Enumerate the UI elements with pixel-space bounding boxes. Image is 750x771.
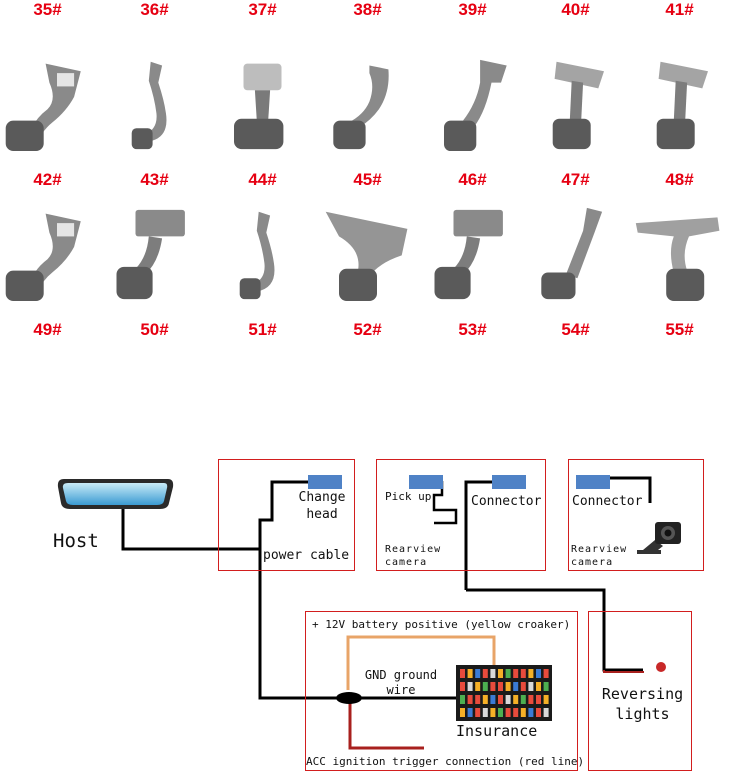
mount-label: 55#: [665, 320, 694, 339]
mount-item: 41#: [632, 0, 727, 20]
insurance-label: Insurance: [456, 722, 538, 740]
mount-label: 54#: [561, 320, 590, 339]
mount-item: 51#: [215, 190, 310, 340]
host-label: Host: [53, 530, 99, 552]
rear-camera-icon: [637, 522, 681, 554]
mount-bracket-icon: [444, 59, 507, 152]
mount-label: 53#: [458, 320, 487, 339]
mount-label: 39#: [458, 0, 487, 19]
mount-item: 46#: [425, 40, 520, 190]
mount-item: 36#: [107, 0, 202, 20]
camera-connector: [576, 475, 610, 489]
mount-label: 40#: [561, 0, 590, 19]
mount-label: 44#: [248, 170, 277, 189]
mount-label: 42#: [33, 170, 62, 189]
mount-item: 48#: [632, 40, 727, 190]
power-cable-label: power cable: [263, 548, 350, 563]
mount-bracket-icon: [656, 61, 708, 150]
fuse-box-icon: [456, 665, 552, 721]
mount-item: 47#: [528, 40, 623, 190]
mount-label: 46#: [458, 170, 487, 189]
mount-label: 41#: [665, 0, 694, 19]
mount-label: 36#: [140, 0, 169, 19]
acc-label: ACC ignition trigger connection (red lin…: [306, 755, 585, 768]
change-head-connector: [308, 475, 342, 489]
mount-label: 48#: [665, 170, 694, 189]
fuse-box: + 12V battery positive (yellow croaker) …: [305, 611, 584, 771]
battery-wire: [346, 635, 496, 690]
reversing-label: Reversing lights: [601, 685, 684, 723]
mount-item: 55#: [632, 190, 727, 340]
connector-wire: [464, 480, 492, 590]
mount-label: 35#: [33, 0, 62, 19]
gnd-junction: [336, 692, 362, 704]
mount-label: 47#: [561, 170, 590, 189]
mount-bracket-icon: [635, 217, 720, 302]
mount-item: 39#: [425, 0, 520, 20]
mount-bracket-icon: [239, 211, 275, 300]
reversing-box: Reversing lights: [588, 611, 692, 771]
change-head-wire: [258, 480, 308, 549]
battery-label: + 12V battery positive (yellow croaker): [312, 618, 571, 631]
mount-item: 50#: [107, 190, 202, 340]
mount-item: 38#: [320, 0, 415, 20]
mount-item: 43#: [107, 40, 202, 190]
mount-item: 45#: [320, 40, 415, 190]
mount-item: 37#: [215, 0, 310, 20]
mount-label: 43#: [140, 170, 169, 189]
reversing-wire: [466, 588, 643, 672]
connector-label: Connector: [471, 494, 542, 509]
mount-label: 45#: [353, 170, 382, 189]
mount-item: 35#: [0, 0, 95, 20]
camera-box: Connector Rearview camera: [568, 459, 704, 571]
reversing-red-wire: [603, 670, 644, 673]
mount-bracket-icon: [434, 209, 503, 300]
mount-bracket-icon: [5, 63, 81, 152]
rearview-camera-label: Rearview camera: [385, 544, 442, 568]
mount-label: 37#: [248, 0, 277, 19]
pickup-connector: [409, 475, 443, 489]
mount-item: 49#: [0, 190, 95, 340]
mount-bracket-icon: [131, 61, 167, 150]
change-head-label: Change head: [298, 490, 346, 522]
camera-rearview-label: Rearview camera: [571, 544, 628, 568]
mount-bracket-icon: [5, 213, 81, 302]
box3-connector-wire: [610, 476, 652, 503]
mount-item: 52#: [320, 190, 415, 340]
rearview-connector-box: Pick up Connector Rearview camera: [376, 459, 546, 571]
mount-label: 52#: [353, 320, 382, 339]
mount-catalog: 35# 36# 37# 38# 39# 40# 41# 42# 43# 44# 45# 46# 47# 4…: [0, 0, 750, 345]
mount-item: 42#: [0, 40, 95, 190]
mount-item: 44#: [215, 40, 310, 190]
gnd-label: GND ground wire: [364, 668, 438, 697]
mount-bracket-icon: [541, 207, 603, 300]
mount-item: 53#: [425, 190, 520, 340]
mount-bracket-icon: [116, 209, 185, 300]
camera-connector-label: Connector: [572, 494, 643, 509]
wiring-diagram: Host Change head power cable Pick up Con…: [0, 345, 750, 771]
mount-label: 50#: [140, 320, 169, 339]
acc-wire: [348, 703, 424, 750]
mount-bracket-icon: [552, 61, 604, 150]
host-mirror-icon: [57, 479, 174, 509]
mount-label: 49#: [33, 320, 62, 339]
mount-item: 40#: [528, 0, 623, 20]
mount-label: 38#: [353, 0, 382, 19]
mount-bracket-icon: [325, 211, 408, 302]
change-head-box: Change head power cable: [218, 459, 355, 571]
pickup-label: Pick up: [385, 490, 432, 503]
pickup-wire: [432, 481, 458, 525]
mount-label: 51#: [248, 320, 277, 339]
mount-bracket-icon: [234, 63, 284, 150]
wires: [121, 476, 652, 750]
reversing-dot: [656, 662, 666, 672]
mount-item: 54#: [528, 190, 623, 340]
connector-block: [492, 475, 526, 489]
mount-bracket-icon: [333, 65, 389, 150]
